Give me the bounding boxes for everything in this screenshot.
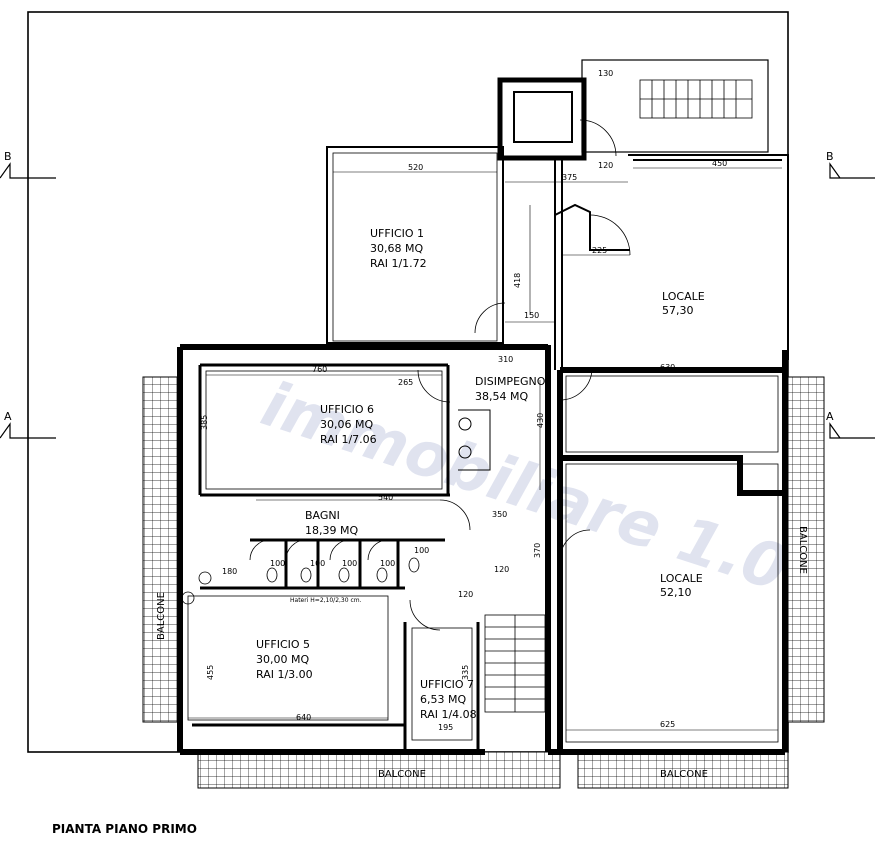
stair-top (639, 79, 753, 119)
note-text: Hateri H=2,10/2,30 cm. (290, 597, 362, 604)
room-rai-ufficio-1: RAI 1/1.72 (370, 257, 427, 270)
room-name-ufficio-7: UFFICIO 7 (420, 678, 474, 691)
balcony-labels: BALCONE BALCONE BALCONE BALCONE (156, 526, 808, 780)
inner-liners (187, 370, 779, 743)
balcony-bottom-right (577, 751, 789, 789)
dim-label: 418 (513, 273, 522, 288)
room-area-locale-bottom: 52,10 (660, 586, 692, 599)
section-marker-b-right: B (826, 150, 834, 163)
door-swings (249, 119, 631, 631)
room-rai-ufficio-7: RAI 1/4.08 (420, 708, 477, 721)
dim-label: 100 (380, 559, 395, 568)
room-rai-ufficio-5: RAI 1/3.00 (256, 668, 313, 681)
dim-label: 180 (222, 567, 237, 576)
balcony-label-right: BALCONE (797, 526, 808, 574)
balcony-right (787, 376, 825, 723)
section-marker-a-left: A (4, 410, 12, 423)
room-area-ufficio-1: 30,68 MQ (370, 242, 423, 255)
interior-walls (192, 363, 480, 752)
room-area-ufficio-6: 30,06 MQ (320, 418, 373, 431)
room-name-ufficio-5: UFFICIO 5 (256, 638, 310, 651)
dim-label: 430 (536, 413, 545, 428)
balcony-label-bottom-right: BALCONE (660, 769, 708, 780)
dim-label: 520 (408, 163, 423, 172)
main-walls (177, 344, 788, 755)
dim-label: 100 (342, 559, 357, 568)
room-name-ufficio-6: UFFICIO 6 (320, 403, 374, 416)
room-area-locale-top: 57,30 (662, 304, 694, 317)
dim-label: 130 (598, 69, 613, 78)
room-rai-ufficio-6: RAI 1/7.06 (320, 433, 377, 446)
section-marker-a-right: A (826, 410, 834, 423)
balcony-left (142, 376, 180, 723)
balcony-label-left: BALCONE (156, 592, 167, 640)
dim-label: 350 (492, 510, 507, 519)
dim-label: 540 (378, 493, 393, 502)
dim-label: 630 (660, 363, 675, 372)
room-name-locale-top: LOCALE (662, 290, 705, 303)
section-markers (0, 162, 875, 439)
room-name-ufficio-1: UFFICIO 1 (370, 227, 424, 240)
dim-label: 100 (414, 546, 429, 555)
toilets (181, 557, 420, 605)
lift-shaft (497, 77, 587, 161)
dim-label: 310 (498, 355, 513, 364)
dim-label: 150 (524, 311, 539, 320)
dim-label: 100 (270, 559, 285, 568)
room-name-bagni: BAGNI (305, 509, 340, 522)
dim-label: 640 (296, 713, 311, 722)
dim-label: 450 (712, 159, 727, 168)
drawing-title: PIANTA PIANO PRIMO (52, 822, 197, 836)
upper-walls-thin (326, 146, 789, 370)
room-area-ufficio-5: 30,00 MQ (256, 653, 309, 666)
dim-label: 625 (660, 720, 675, 729)
dimension-labels: 130 520 375 120 450 225 418 150 310 760 … (200, 69, 727, 732)
reception-desk (458, 409, 491, 471)
room-name-disimpegno: DISIMPEGNO (475, 375, 546, 388)
dim-label: 120 (458, 590, 473, 599)
stair-landing-top (581, 59, 769, 153)
room-labels: UFFICIO 1 30,68 MQ RAI 1/1.72 LOCALE 57,… (256, 227, 705, 721)
dim-label: 375 (562, 173, 577, 182)
dim-label: 120 (598, 161, 613, 170)
dim-label: 335 (461, 665, 470, 680)
dim-label: 760 (312, 365, 327, 374)
dim-label: 385 (200, 415, 209, 430)
section-marker-b-left: B (4, 150, 12, 163)
room-area-ufficio-7: 6,53 MQ (420, 693, 466, 706)
stair-down (484, 614, 546, 713)
room-area-disimpegno: 38,54 MQ (475, 390, 528, 403)
dim-label: 120 (494, 565, 509, 574)
dim-label: 225 (592, 246, 607, 255)
room-area-bagni: 18,39 MQ (305, 524, 358, 537)
dim-label: 265 (398, 378, 413, 387)
dimension-lines (188, 167, 782, 731)
room-name-locale-bottom: LOCALE (660, 572, 703, 585)
balcony-label-bottom-left: BALCONE (378, 769, 426, 780)
dim-label: 100 (310, 559, 325, 568)
dim-label: 195 (438, 723, 453, 732)
dim-label: 370 (533, 543, 542, 558)
dim-label: 455 (206, 665, 215, 680)
